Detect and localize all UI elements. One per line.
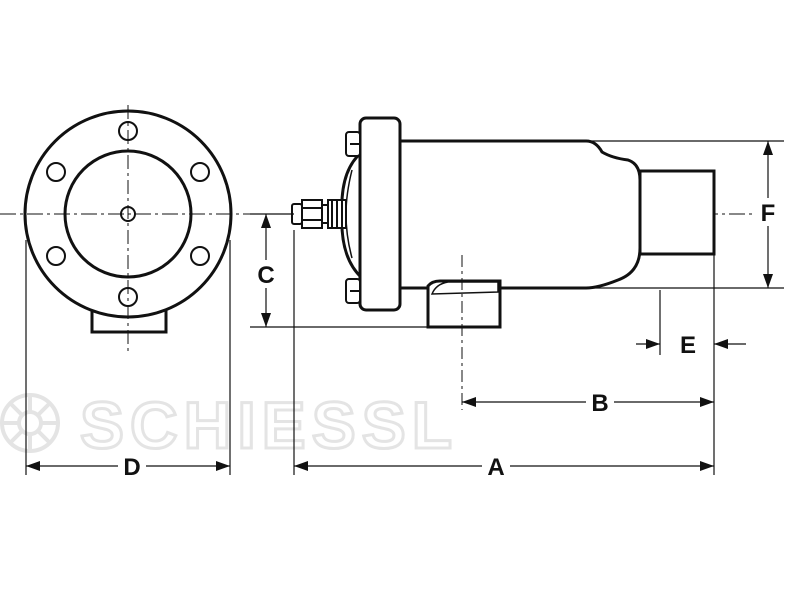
dimension-e: E xyxy=(636,332,746,359)
dimension-label-e: E xyxy=(680,332,696,359)
flange-bolts xyxy=(345,131,361,304)
dimension-label-f: F xyxy=(761,200,776,227)
outlet-nozzle xyxy=(638,169,716,256)
front-view xyxy=(23,105,233,355)
flange-plate xyxy=(358,116,402,312)
dimension-label-c: C xyxy=(257,262,274,289)
cylinder-body xyxy=(396,139,642,290)
watermark-text: SCHIESSL xyxy=(80,388,458,462)
bolt-hole xyxy=(190,246,210,266)
fitting-hex xyxy=(301,199,323,229)
dimension-b: B xyxy=(462,388,714,417)
port-boss xyxy=(430,281,499,295)
extension-lines xyxy=(25,140,784,475)
inlet-fitting xyxy=(291,199,347,229)
dimension-lines: D A B C xyxy=(25,140,784,481)
dimension-a: A xyxy=(294,452,714,481)
brand-watermark: SCHIESSL xyxy=(0,387,458,464)
watermark-logo xyxy=(0,393,60,453)
bolt-hole xyxy=(46,246,66,266)
dimension-d: D xyxy=(26,452,230,481)
bolt-hole xyxy=(190,162,210,182)
dimension-f: F xyxy=(755,141,781,288)
dimension-c: C xyxy=(252,214,280,327)
side-view xyxy=(291,116,716,410)
dimension-label-a: A xyxy=(487,454,504,481)
bolt-hole xyxy=(46,162,66,182)
dimension-label-d: D xyxy=(123,454,140,481)
dimension-label-b: B xyxy=(591,390,608,417)
